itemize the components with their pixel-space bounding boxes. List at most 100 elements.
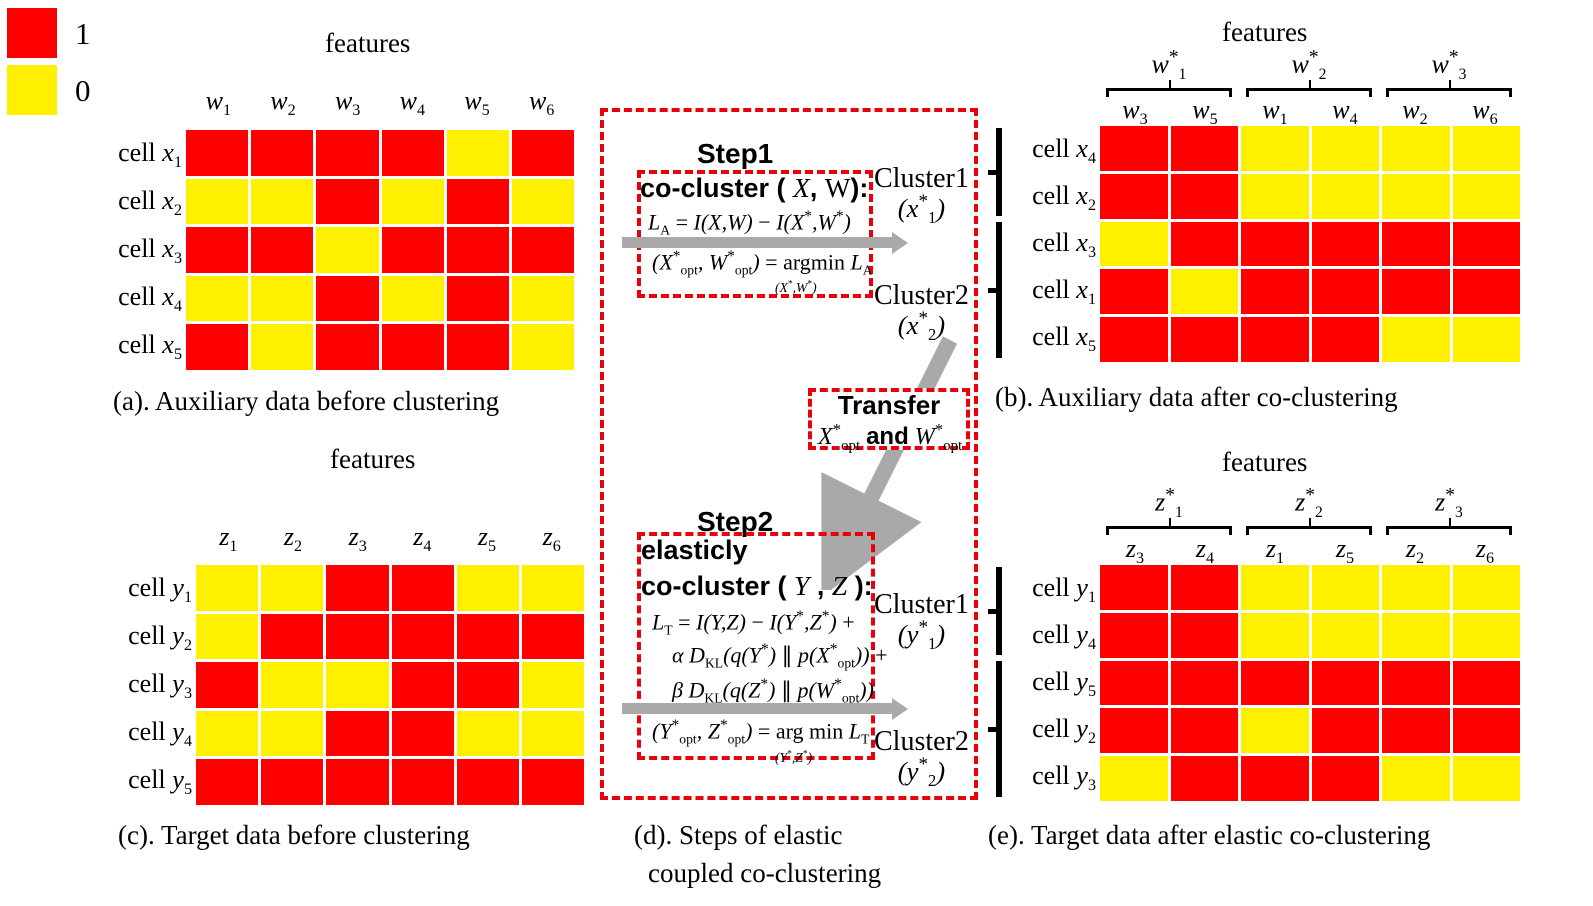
matrix-cell	[326, 613, 389, 660]
step2-formula-4-under: (Y*,Z*)	[775, 748, 813, 765]
matrix-cell	[1311, 269, 1379, 315]
step2-cluster1-name: Cluster1	[874, 589, 969, 620]
matrix-cell	[1311, 221, 1379, 267]
matrix-cell	[521, 759, 584, 805]
matrix-cell	[1452, 317, 1520, 362]
matrix-cell	[511, 275, 574, 322]
matrix-cell	[391, 759, 454, 805]
matrix-cell	[391, 662, 454, 708]
step1-heading-pre: co-cluster (	[640, 173, 794, 203]
matrix-cell	[251, 130, 314, 176]
matrix-cell	[1311, 612, 1379, 658]
column-header: z4	[1195, 534, 1215, 568]
panel-b-features-label: features	[1222, 17, 1308, 47]
transfer-box	[808, 388, 970, 450]
step1-formula-2-under: (X*,W*)	[775, 278, 817, 295]
matrix-cell	[316, 178, 379, 225]
matrix-cell	[1311, 660, 1379, 706]
panel-a-features-label: features	[325, 28, 411, 58]
matrix-cell	[1241, 269, 1309, 315]
matrix-cell	[1170, 565, 1238, 610]
column-group-bracket: z*2	[1246, 485, 1372, 538]
matrix-cell	[1241, 221, 1309, 267]
legend: 1 0	[7, 8, 91, 115]
matrix-cell	[521, 613, 584, 660]
column-header: w1	[1262, 95, 1288, 129]
column-header: w1	[205, 86, 232, 120]
matrix-cell	[1452, 173, 1520, 219]
step2-heading-mid: ,	[809, 571, 832, 601]
matrix-cell	[521, 710, 584, 757]
matrix-cell	[251, 324, 314, 370]
panel-e-row-group-brackets	[980, 565, 1002, 801]
matrix-cell	[1170, 173, 1238, 219]
column-group-label: z*2	[1295, 485, 1323, 521]
matrix-cell	[1382, 269, 1450, 315]
step2-formula-4: (Y*opt, Z*opt) = arg min LT	[652, 717, 870, 747]
step1-formula-2: (X*opt, W*opt) = argmin LA	[652, 248, 873, 278]
panel-d-caption-line1: (d). Steps of elastic	[634, 820, 843, 850]
matrix-cell	[381, 275, 444, 322]
matrix-cell	[316, 275, 379, 322]
column-group-bracket: z*1	[1106, 485, 1232, 538]
matrix-cell	[1170, 221, 1238, 267]
panel-a-matrix	[186, 130, 574, 370]
matrix-cell	[1100, 565, 1168, 610]
matrix-cell	[1382, 317, 1450, 362]
matrix-cell	[196, 565, 259, 611]
matrix-cell	[1452, 565, 1520, 610]
step1-title: Step1	[697, 138, 774, 169]
matrix-cell	[521, 662, 584, 708]
panel-e-matrix	[1100, 565, 1520, 801]
matrix-cell	[261, 613, 324, 660]
matrix-cell	[326, 710, 389, 757]
column-header: z6	[1475, 534, 1495, 568]
matrix-cell	[446, 130, 509, 176]
step1-cluster1-name: Cluster1	[874, 163, 969, 194]
matrix-cell	[1382, 565, 1450, 610]
matrix-cell	[196, 710, 259, 757]
matrix-cell	[1382, 708, 1450, 754]
matrix-cell	[1382, 173, 1450, 219]
panel-b-row-group-brackets	[980, 126, 1002, 362]
step1-cluster1-rep: (x*1)	[897, 191, 946, 228]
column-header: z3	[348, 522, 367, 556]
matrix-cell	[446, 275, 509, 322]
panel-c-caption: (c). Target data before clustering	[118, 820, 470, 850]
matrix-cell	[1311, 756, 1379, 801]
matrix-cell	[511, 178, 574, 225]
step2-formula-3: β DKL(q(Z*) ∥ p(W*opt))	[672, 676, 874, 706]
legend-swatch-zero	[7, 65, 57, 115]
row-label: cell y5	[128, 764, 192, 799]
row-label: cell y5	[1032, 666, 1096, 701]
column-header: z1	[219, 522, 238, 556]
matrix-cell	[316, 130, 379, 176]
matrix-cell	[381, 130, 444, 176]
row-label: cell y3	[128, 668, 192, 703]
matrix-cell	[1100, 269, 1168, 315]
matrix-cell	[1311, 317, 1379, 362]
matrix-cell	[1100, 660, 1168, 706]
step2-heading-var2: Z	[831, 570, 848, 601]
step2-arrow-head	[892, 698, 908, 720]
matrix-cell	[381, 227, 444, 273]
step2-heading-pre: co-cluster (	[641, 571, 795, 601]
step1-cluster2-rep: (x*2)	[897, 308, 946, 345]
matrix-cell	[1311, 173, 1379, 219]
matrix-cell	[251, 178, 314, 225]
step1-heading-var1: X	[793, 172, 810, 203]
matrix-cell	[456, 565, 519, 611]
matrix-cell	[446, 324, 509, 370]
matrix-cell	[1170, 317, 1238, 362]
matrix-cell	[1100, 126, 1168, 171]
step2-cluster2-name: Cluster2	[874, 726, 969, 757]
matrix-cell	[316, 227, 379, 273]
column-header: z5	[477, 522, 497, 556]
matrix-cell	[1452, 612, 1520, 658]
